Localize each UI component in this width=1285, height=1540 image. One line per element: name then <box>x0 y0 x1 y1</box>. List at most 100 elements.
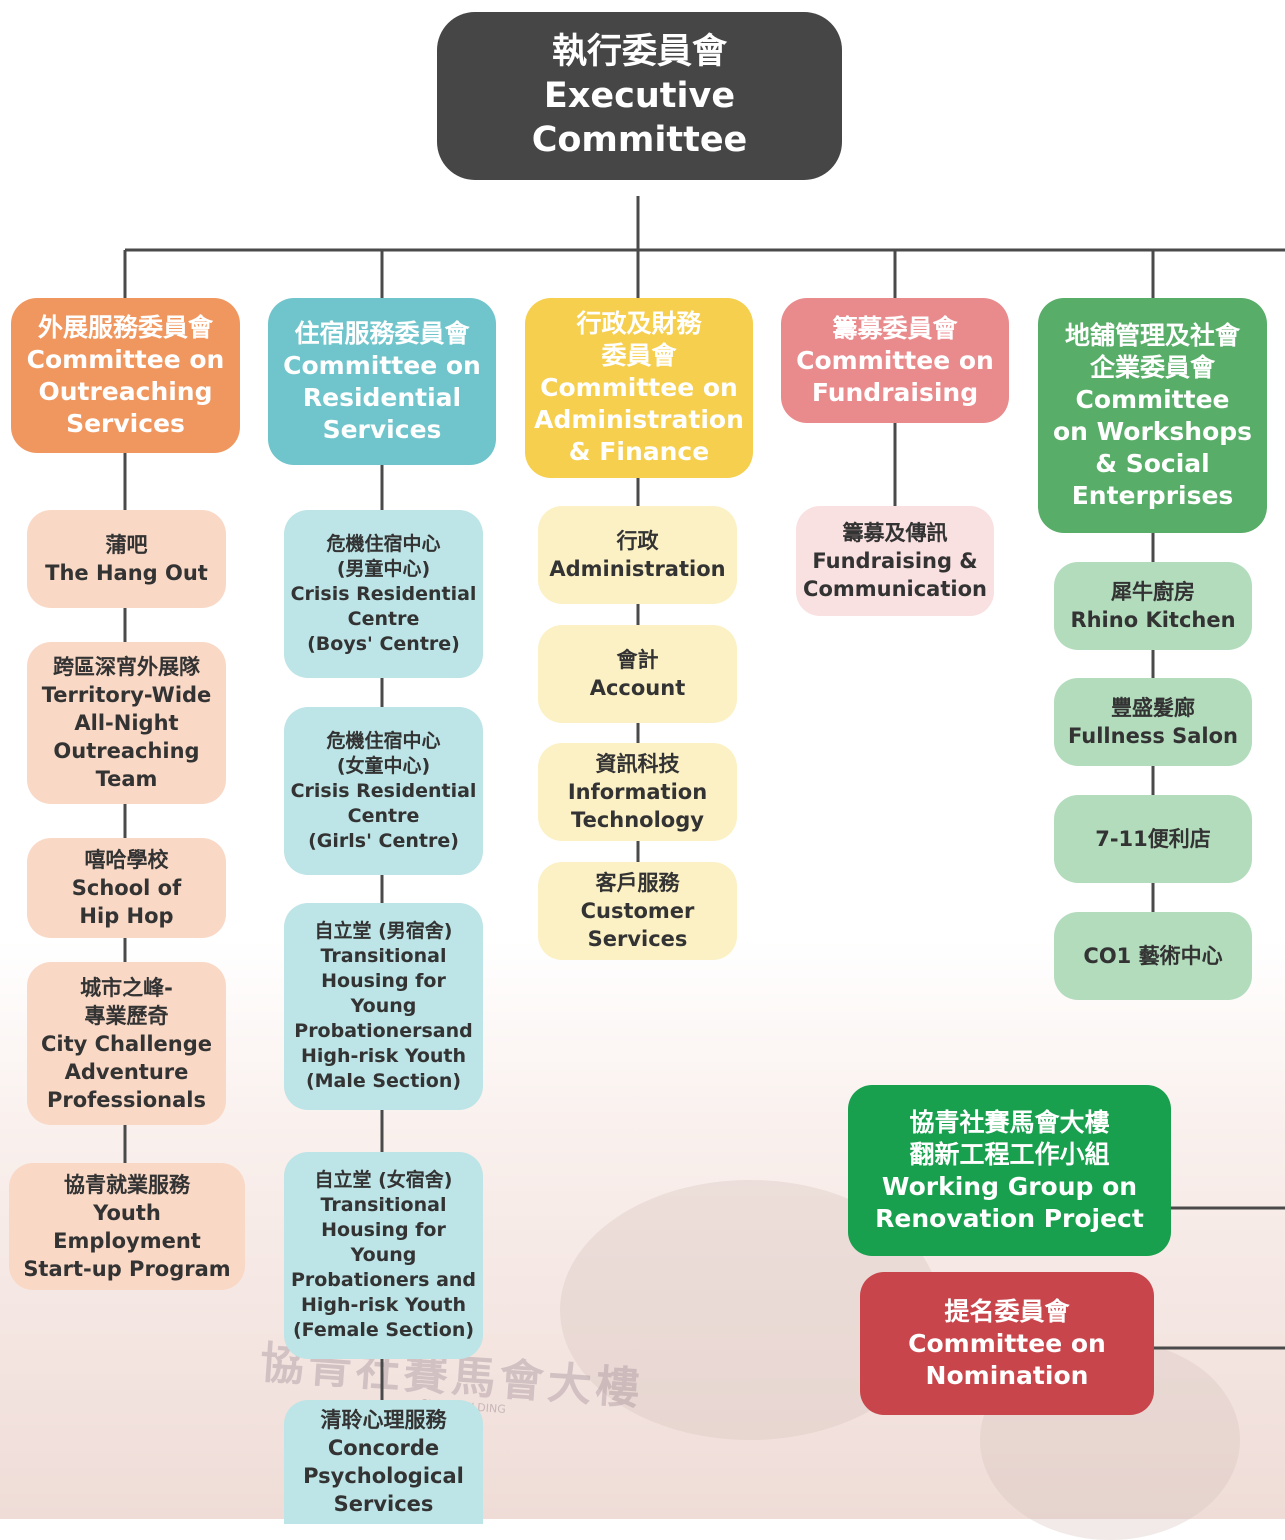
executive-title-en: Executive <box>543 76 736 116</box>
unit-label: Start-up Program <box>23 1256 231 1281</box>
unit-crisis-girls-centre: 危機住宿中心 (女童中心) Crisis Residential Centre … <box>284 707 483 875</box>
unit-label: 專業歷奇 <box>84 1003 169 1028</box>
nomination-committee-label: Nomination <box>925 1360 1089 1390</box>
unit-account: 會計 Account <box>538 625 737 723</box>
unit-label: 犀牛廚房 <box>1111 580 1195 604</box>
fundraising-committee-label: 籌募委員會 <box>832 313 958 343</box>
unit-label: Account <box>589 676 686 700</box>
unit-label: Young <box>350 995 417 1017</box>
working-group-label: 協青社賽馬會大樓 <box>909 1107 1110 1137</box>
unit-label: (女童中心) <box>336 754 431 777</box>
admin-committee-label: 委員會 <box>601 341 677 370</box>
unit-label: Information <box>567 780 708 804</box>
unit-transitional-housing-male: 自立堂 (男宿舍) Transitional Housing for Young… <box>284 903 483 1110</box>
unit-concorde-psychological: 清聆心理服務 Concorde Psychological Services <box>284 1400 483 1524</box>
residential-committee-label: 住宿服務委員會 <box>294 318 470 348</box>
unit-label: 7-11便利店 <box>1095 827 1211 851</box>
unit-label: Communication <box>803 577 987 601</box>
unit-label: School of <box>71 876 182 900</box>
unit-label: (Girls' Centre) <box>308 829 459 852</box>
outreaching-committee: 外展服務委員會 Committee on Outreaching Service… <box>11 298 240 453</box>
admin-committee-label: 行政及財務 <box>576 309 702 338</box>
unit-label: Crisis Residential <box>290 779 477 802</box>
unit-label: Employment <box>53 1228 201 1253</box>
unit-label: Probationers and <box>290 1269 477 1291</box>
fundraising-committee-label: Committee on <box>796 345 994 375</box>
outreaching-committee-label: 外展服務委員會 <box>37 312 213 342</box>
unit-label: Fullness Salon <box>1067 724 1239 748</box>
unit-label: Services <box>587 927 688 951</box>
unit-label: (男童中心) <box>336 557 431 580</box>
outreaching-committee-label: Services <box>66 408 185 438</box>
unit-label: Concorde <box>327 1436 440 1460</box>
unit-label: 會計 <box>616 648 659 672</box>
unit-label: Transitional <box>320 945 447 967</box>
unit-all-night-outreaching-team: 跨區深宵外展隊 Territory-Wide All-Night Outreac… <box>27 642 226 804</box>
workshops-committee-label: on Workshops <box>1052 416 1253 446</box>
unit-rhino-kitchen: 犀牛廚房 Rhino Kitchen <box>1054 562 1252 650</box>
unit-7-eleven: 7-11便利店 <box>1054 795 1252 883</box>
unit-label: Centre <box>347 607 420 630</box>
unit-label: 跨區深宵外展隊 <box>53 655 200 679</box>
unit-label: Outreaching <box>53 739 200 763</box>
unit-label: Youth <box>93 1200 161 1225</box>
unit-co1-art-centre: CO1 藝術中心 <box>1054 912 1252 1000</box>
executive-title-en: Committee <box>531 120 748 160</box>
outreaching-committee-label: Outreaching <box>38 376 213 406</box>
outreaching-committee-label: Committee on <box>26 344 225 374</box>
unit-label: High-risk Youth <box>300 1045 467 1067</box>
workshops-committee-label: 地舖管理及社會 <box>1064 320 1240 350</box>
unit-label: 蒲吧 <box>105 533 148 557</box>
renovation-working-group: 協青社賽馬會大樓 翻新工程工作小組 Working Group on Renov… <box>848 1085 1171 1256</box>
unit-label: 自立堂 (男宿舍) <box>314 920 453 942</box>
unit-label: 豐盛髮廊 <box>1111 696 1195 720</box>
unit-label: 行政 <box>616 529 659 553</box>
unit-label: (Male Section) <box>305 1070 462 1092</box>
unit-label: (Boys' Centre) <box>307 632 460 655</box>
unit-label: City Challenge <box>40 1031 213 1056</box>
workshops-committee-label: & Social <box>1095 448 1210 478</box>
unit-label: 資訊科技 <box>595 752 680 776</box>
unit-label: Psychological <box>303 1464 464 1488</box>
residential-committee-label: Services <box>322 414 442 444</box>
unit-label: High-risk Youth <box>300 1294 467 1316</box>
admin-committee-label: Committee on <box>540 373 738 402</box>
fundraising-committee-label: Fundraising <box>811 377 979 407</box>
fundraising-committee: 籌募委員會 Committee on Fundraising <box>781 298 1009 423</box>
unit-crisis-boys-centre: 危機住宿中心 (男童中心) Crisis Residential Centre … <box>284 510 483 678</box>
unit-label: Rhino Kitchen <box>1070 608 1236 632</box>
unit-label: Housing for <box>321 1219 446 1241</box>
unit-school-of-hip-hop: 嘻哈學校 School of Hip Hop <box>27 838 226 938</box>
workshops-committee-label: 企業委員會 <box>1089 352 1215 382</box>
unit-label: Professionals <box>47 1087 206 1112</box>
unit-label: 嘻哈學校 <box>84 848 169 872</box>
residential-committee: 住宿服務委員會 Committee on Residential Service… <box>268 298 496 465</box>
unit-label: Technology <box>571 808 704 832</box>
unit-label: CO1 藝術中心 <box>1083 944 1223 968</box>
unit-label: The Hang Out <box>45 561 208 585</box>
workshops-social-enterprises-committee: 地舖管理及社會 企業委員會 Committee on Workshops & S… <box>1038 298 1267 533</box>
unit-label: 城市之峰- <box>80 975 173 1000</box>
unit-label: Territory-Wide <box>41 683 212 707</box>
unit-label: Centre <box>347 804 420 827</box>
unit-transitional-housing-female: 自立堂 (女宿舍) Transitional Housing for Young… <box>284 1152 483 1359</box>
residential-committee-label: Residential <box>302 382 462 412</box>
unit-label: 自立堂 (女宿舍) <box>314 1169 453 1191</box>
working-group-label: Working Group on <box>881 1171 1138 1201</box>
unit-label: 清聆心理服務 <box>320 1408 447 1432</box>
unit-label: 危機住宿中心 <box>326 532 441 555</box>
unit-label: All-Night <box>74 711 179 735</box>
unit-label: Young <box>350 1244 417 1266</box>
working-group-label: 翻新工程工作小組 <box>909 1139 1110 1169</box>
unit-label: Fundraising & <box>812 549 978 573</box>
unit-label: Hip Hop <box>79 904 174 928</box>
unit-label: Administration <box>549 557 726 581</box>
workshops-committee-label: Committee <box>1075 384 1230 414</box>
unit-label: Crisis Residential <box>290 582 477 605</box>
admin-committee-label: & Finance <box>568 437 710 466</box>
unit-label: Adventure <box>64 1059 189 1084</box>
unit-fullness-salon: 豐盛髮廊 Fullness Salon <box>1054 678 1252 766</box>
nomination-committee-label: Committee on <box>908 1328 1106 1358</box>
unit-city-challenge: 城市之峰- 專業歷奇 City Challenge Adventure Prof… <box>27 962 226 1125</box>
unit-label: Housing for <box>321 970 446 992</box>
